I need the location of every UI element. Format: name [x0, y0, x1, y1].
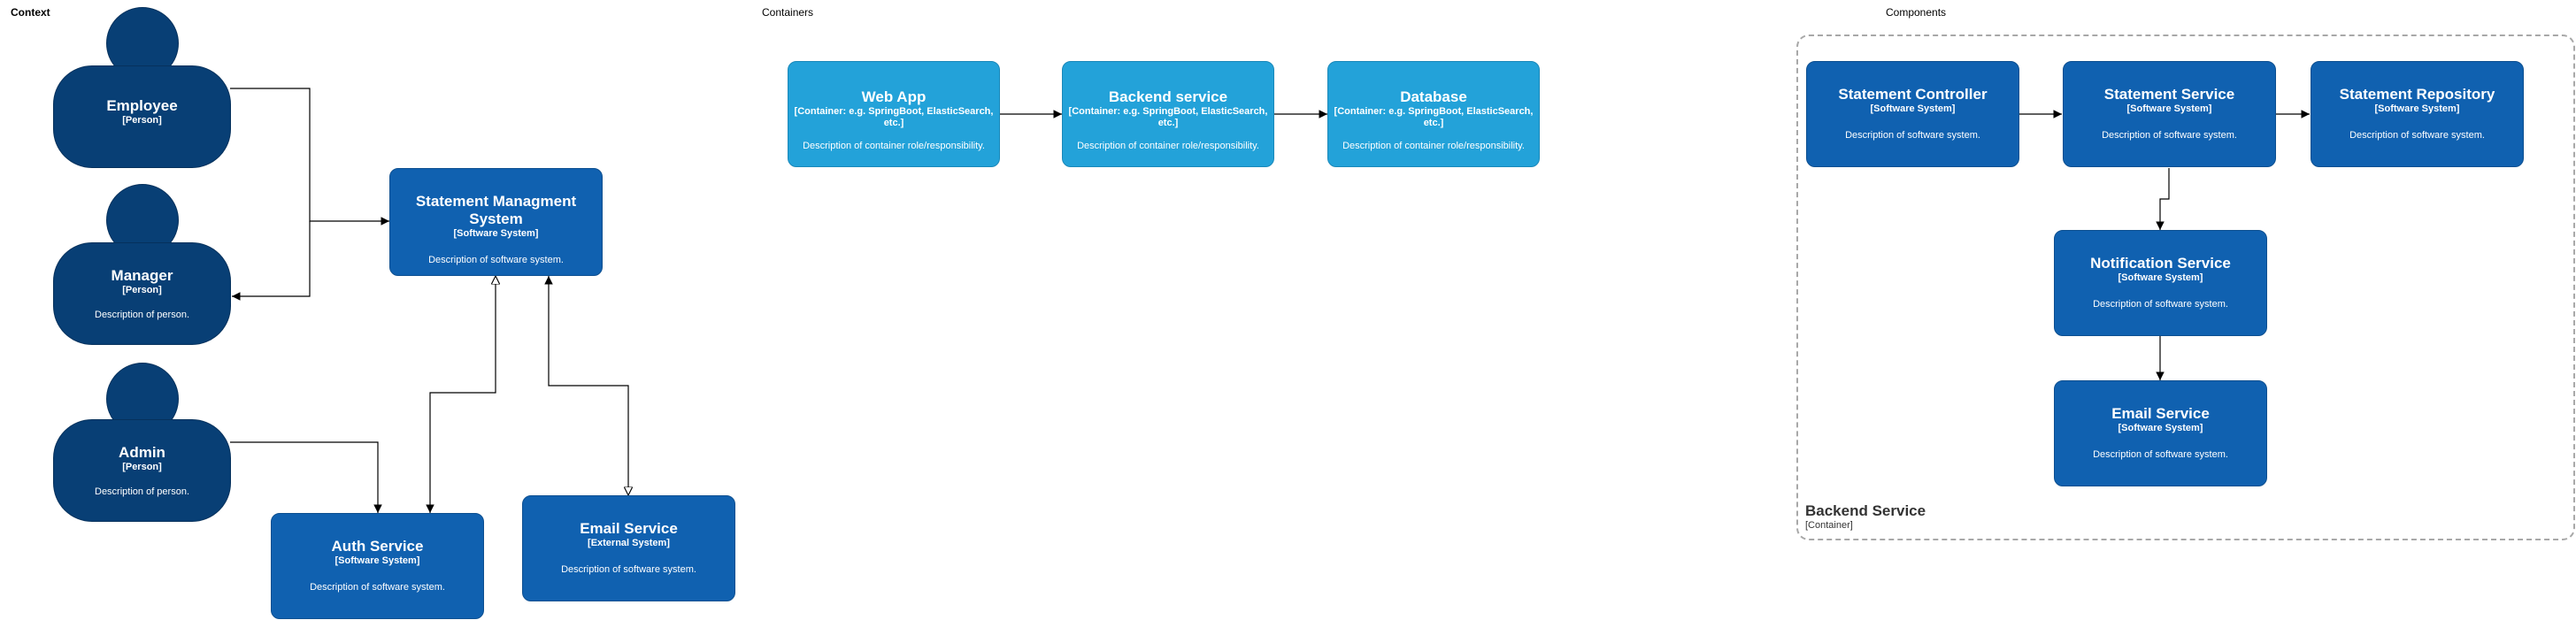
- auth-desc: Description of software system.: [310, 582, 445, 593]
- backend-name: Backend service: [1108, 88, 1228, 105]
- webapp-kind: [Container: e.g. SpringBoot, ElasticSear…: [794, 106, 994, 128]
- webapp-desc: Description of container role/responsibi…: [803, 141, 985, 151]
- manager-kind: [Person]: [122, 285, 162, 295]
- service-name: Statement Service: [2103, 86, 2235, 103]
- webapp-name: Web App: [861, 88, 927, 105]
- boundary-kind: [Container]: [1805, 520, 1853, 531]
- admin-kind: [Person]: [122, 462, 162, 472]
- sms-name: Statement Managment System: [415, 193, 577, 227]
- backend-service-container[interactable]: Backend service [Container: e.g. SpringB…: [1062, 61, 1274, 167]
- email-component-name: Email Service: [2111, 405, 2210, 422]
- statement-service[interactable]: Statement Service [Software System] Desc…: [2063, 61, 2276, 167]
- email-external-kind: [External System]: [588, 538, 670, 548]
- boundary-name: Backend Service: [1805, 502, 1926, 519]
- manager-name: Manager: [111, 267, 173, 284]
- employee-name: Employee: [106, 97, 178, 114]
- email-external-name: Email Service: [580, 520, 678, 537]
- database-container[interactable]: Database [Container: e.g. SpringBoot, El…: [1327, 61, 1540, 167]
- controller-kind: [Software System]: [1870, 103, 1956, 114]
- controller-name: Statement Controller: [1838, 86, 1988, 103]
- edge-employee-to-sms: [230, 88, 389, 226]
- auth-service[interactable]: Auth Service [Software System] Descripti…: [271, 513, 484, 619]
- email-component-kind: [Software System]: [2118, 423, 2203, 433]
- section-title-components: Components: [1886, 6, 1947, 19]
- edge-auth-to-sms: [430, 276, 496, 513]
- auth-kind: [Software System]: [334, 555, 420, 566]
- backend-service-boundary: [1796, 34, 2575, 540]
- repository-kind: [Software System]: [2374, 103, 2460, 114]
- section-title-context: Context: [11, 6, 50, 19]
- database-desc: Description of container role/responsibi…: [1342, 141, 1525, 151]
- backend-kind: [Container: e.g. SpringBoot, ElasticSear…: [1068, 106, 1268, 128]
- edge-to-manager: [232, 221, 311, 301]
- notification-desc: Description of software system.: [2093, 299, 2228, 310]
- manager-desc: Description of person.: [95, 310, 189, 320]
- notification-service[interactable]: Notification Service [Software System] D…: [2054, 230, 2267, 336]
- sms-kind: [Software System]: [453, 228, 539, 239]
- employee-kind: [Person]: [122, 115, 162, 126]
- notification-kind: [Software System]: [2118, 272, 2203, 283]
- section-title-containers: Containers: [762, 6, 814, 19]
- email-component-desc: Description of software system.: [2093, 449, 2228, 460]
- database-kind: [Container: e.g. SpringBoot, ElasticSear…: [1334, 106, 1534, 128]
- edge-sms-to-email: [549, 276, 628, 495]
- employee-person[interactable]: Employee [Person]: [53, 65, 231, 168]
- repository-name: Statement Repository: [2339, 86, 2495, 103]
- statement-management-system[interactable]: Statement Managment System [Software Sys…: [389, 168, 603, 276]
- manager-person[interactable]: Manager [Person] Description of person.: [53, 242, 231, 345]
- email-service-external[interactable]: Email Service [External System] Descript…: [522, 495, 735, 601]
- service-desc: Description of software system.: [2102, 130, 2237, 141]
- edge-admin-to-auth: [230, 441, 382, 513]
- repository-desc: Description of software system.: [2349, 130, 2485, 141]
- email-service-component[interactable]: Email Service [Software System] Descript…: [2054, 380, 2267, 486]
- edge-service-to-notification: [2156, 168, 2170, 230]
- sms-desc: Description of software system.: [428, 255, 564, 265]
- admin-person[interactable]: Admin [Person] Description of person.: [53, 419, 231, 522]
- backend-desc: Description of container role/responsibi…: [1077, 141, 1259, 151]
- email-external-desc: Description of software system.: [561, 564, 696, 575]
- database-name: Database: [1400, 88, 1467, 105]
- controller-desc: Description of software system.: [1845, 130, 1980, 141]
- auth-name: Auth Service: [331, 538, 424, 555]
- statement-controller[interactable]: Statement Controller [Software System] D…: [1806, 61, 2019, 167]
- admin-name: Admin: [119, 444, 165, 461]
- web-app-container[interactable]: Web App [Container: e.g. SpringBoot, Ela…: [788, 61, 1000, 167]
- statement-repository[interactable]: Statement Repository [Software System] D…: [2311, 61, 2524, 167]
- admin-desc: Description of person.: [95, 486, 189, 497]
- notification-name: Notification Service: [2090, 255, 2231, 272]
- service-kind: [Software System]: [2126, 103, 2212, 114]
